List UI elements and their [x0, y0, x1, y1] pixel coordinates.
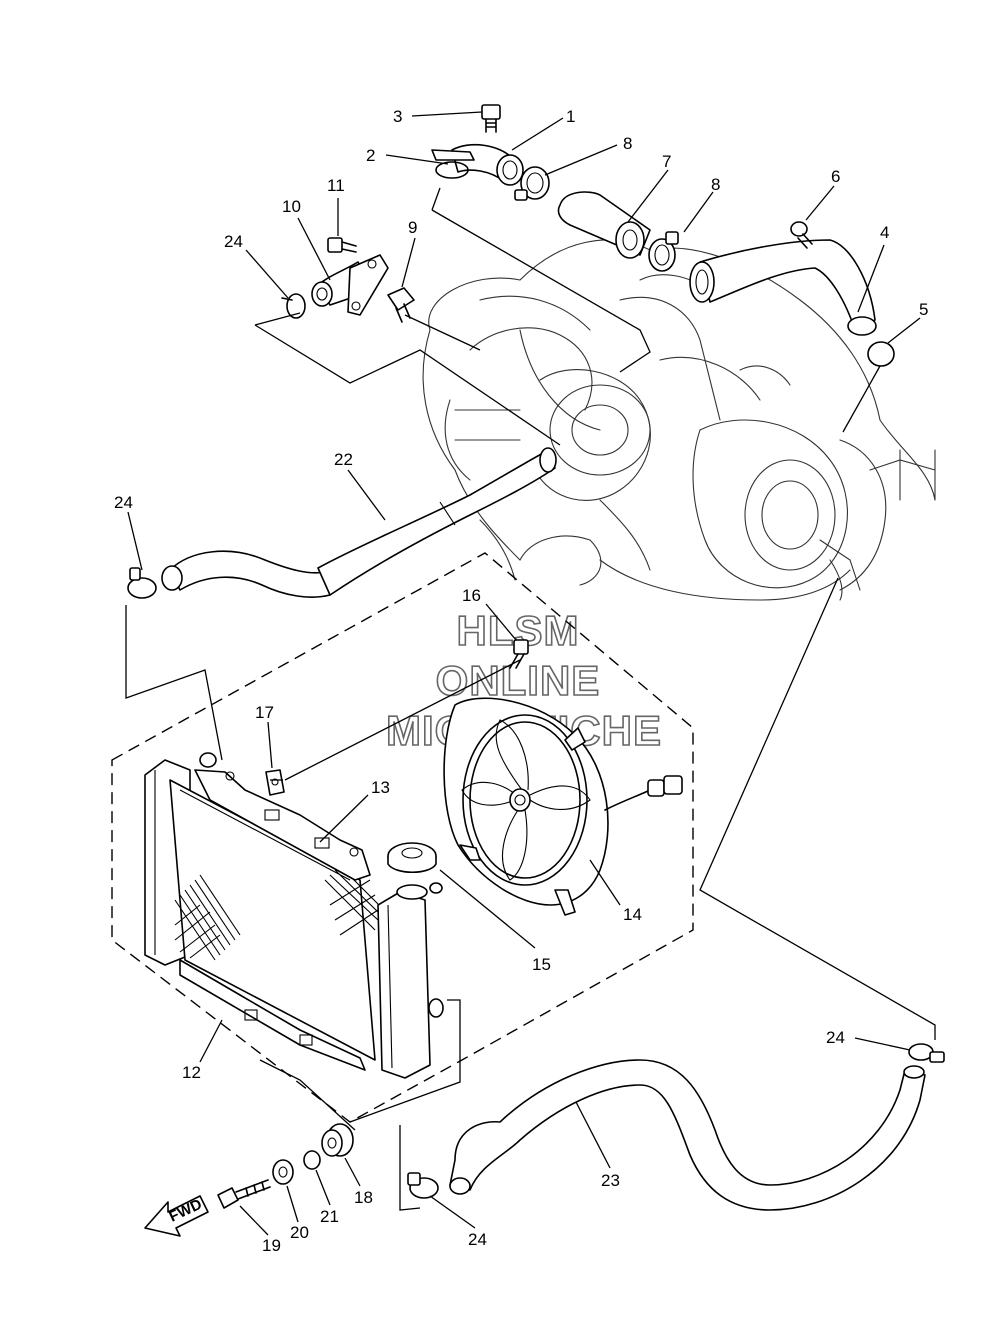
part-10-pipe: [311, 254, 389, 316]
callout-10: 10: [282, 197, 301, 216]
callout-20: 20: [290, 1223, 309, 1242]
callout-24-top: 24: [224, 232, 243, 251]
part-5-o-ring: [867, 341, 895, 367]
radiator-assembly-boundary: [111, 552, 694, 1123]
engine-block-outline: [422, 239, 936, 601]
callout-3: 3: [393, 107, 402, 126]
callout-24-right: 24: [826, 1028, 845, 1047]
part-21-collar: [303, 1150, 321, 1170]
callout-2: 2: [366, 146, 375, 165]
part-8-clamp-upper: [514, 166, 550, 201]
part-3-bolt: [481, 104, 501, 133]
part-24-clamp-bottom: [407, 1172, 439, 1199]
callout-5: 5: [919, 300, 928, 319]
callout-leader-lines: [127, 111, 921, 1236]
callout-18: 18: [354, 1188, 373, 1207]
callout-labels: 3 1 2 8 7 8 6 4 5 9 11 10 24 22 24 16 17…: [114, 107, 928, 1255]
part-17-clip: [265, 769, 285, 796]
part-2-gasket: [431, 149, 475, 179]
connection-guide-lines-lower: [259, 577, 936, 1211]
callout-11: 11: [327, 176, 345, 195]
callout-24-bottom: 24: [468, 1230, 487, 1249]
part-12-radiator: [144, 752, 444, 1079]
part-20-washer: [272, 1159, 294, 1185]
part-23-radiator-hose-lower: [449, 1059, 926, 1211]
callout-19: 19: [262, 1236, 281, 1255]
connection-guide-left: [125, 605, 223, 761]
callout-22: 22: [334, 450, 353, 469]
callout-13: 13: [371, 778, 390, 797]
callout-4: 4: [880, 223, 889, 242]
callout-6: 6: [831, 167, 840, 186]
part-19-bolt: [217, 1179, 271, 1209]
callout-23: 23: [601, 1171, 620, 1190]
part-24-clamp-right: [908, 1043, 945, 1063]
callout-12: 12: [182, 1063, 201, 1082]
part-8-clamp-lower: [648, 231, 679, 272]
callout-1: 1: [566, 107, 575, 126]
callout-15: 15: [532, 955, 551, 974]
callout-8-lower: 8: [711, 175, 720, 194]
part-22-radiator-hose-upper: [161, 447, 557, 598]
part-6-bolt: [790, 221, 813, 249]
part-14-fan-assembly: [443, 697, 683, 916]
part-18-grommet: [321, 1123, 354, 1157]
part-7-hose: [557, 191, 651, 259]
connection-guide-lines-top: [254, 187, 881, 446]
forward-direction-arrow: FWD: [144, 1195, 209, 1237]
callout-9: 9: [408, 218, 417, 237]
callout-17: 17: [255, 703, 274, 722]
part-16-bolt: [509, 639, 529, 669]
part-24-clamp-left: [127, 567, 157, 599]
callout-14: 14: [623, 905, 642, 924]
part-4-outlet-pipe: [689, 239, 877, 336]
callout-8-upper: 8: [623, 134, 632, 153]
part-24-clamp-top: [281, 293, 306, 319]
part-11-bolt: [327, 237, 357, 253]
part-9-bolt: [387, 287, 415, 323]
callout-16: 16: [462, 586, 481, 605]
callout-7: 7: [662, 152, 671, 171]
callout-21: 21: [320, 1207, 339, 1226]
callout-24-left: 24: [114, 493, 133, 512]
part-15-radiator-cap: [387, 842, 437, 874]
